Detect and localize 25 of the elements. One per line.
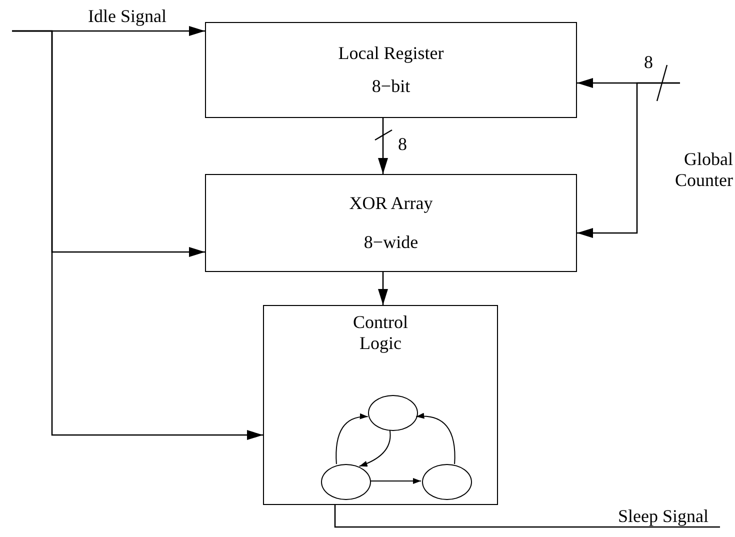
edge-label: Sleep Signal [618,506,708,527]
state-ellipse [321,464,371,500]
edge-label: Idle Signal [88,6,166,27]
arrow [577,82,680,238]
state-ellipse [368,395,418,431]
arrow [378,118,388,174]
block-title: Local Register [338,43,444,64]
arrow [370,478,422,484]
arrow [12,30,263,440]
block-box [263,305,498,505]
arrow [416,413,456,465]
block-subtitle: 8−bit [372,76,410,97]
block-box [205,174,577,272]
arrow [336,414,368,465]
block-box [205,22,577,118]
arrow [378,272,388,305]
block-title: Control Logic [352,312,409,354]
state-ellipse [422,464,472,500]
block-title: XOR Array [349,193,433,214]
bus-width: 8 [398,134,408,155]
signal-line [334,505,720,528]
block-subtitle: 8−wide [364,232,418,253]
arrow [358,429,391,467]
bus-width: 8 [644,52,654,73]
signal-label: Global Counter [674,149,733,191]
